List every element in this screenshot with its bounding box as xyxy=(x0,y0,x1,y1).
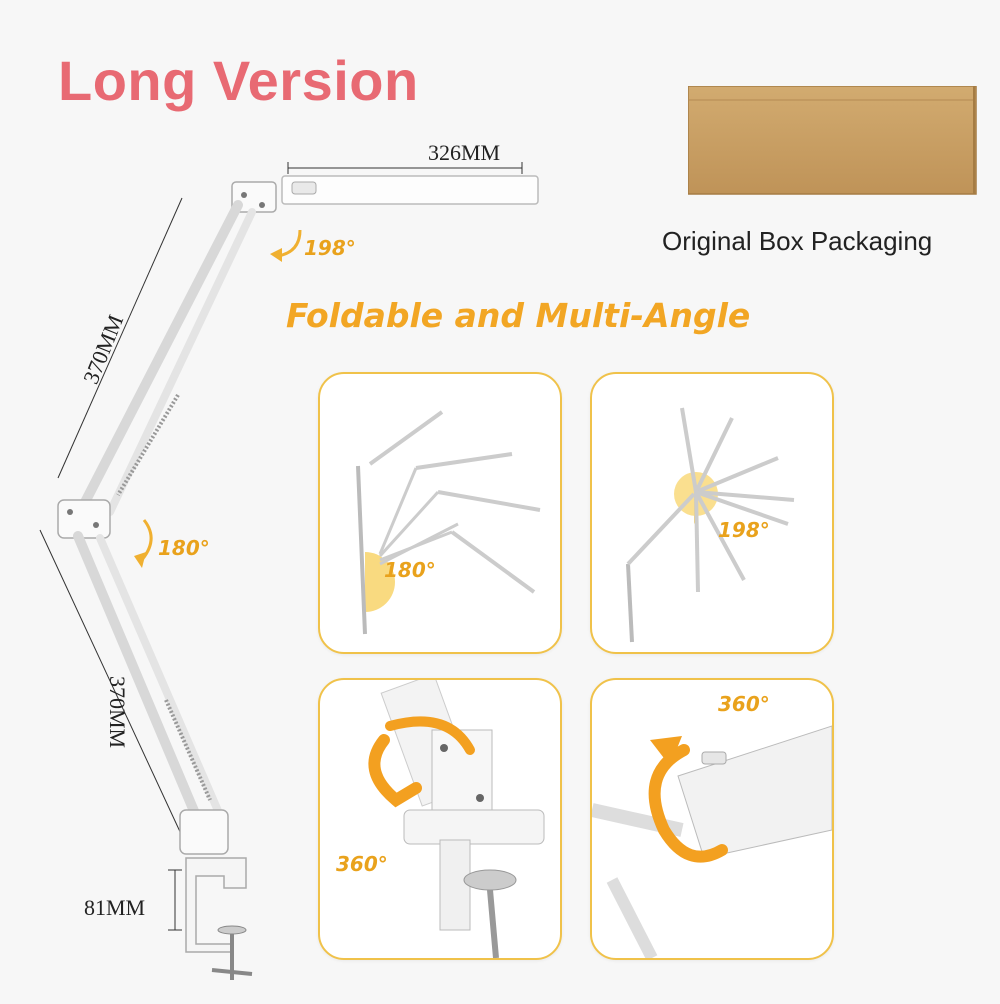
panel-fold-180-angle: 180° xyxy=(384,558,436,582)
lower-arm-length-label: 370MM xyxy=(105,676,130,749)
panel-rotate-head-angle: 360° xyxy=(718,692,770,716)
panel-rotate-head xyxy=(590,678,834,960)
panel-fold-180 xyxy=(318,372,562,654)
panel-rotate-base xyxy=(318,678,562,960)
elbow-joint-angle: 180° xyxy=(158,536,210,560)
panel-rotate-base-angle: 360° xyxy=(336,852,388,876)
packaging-box-image xyxy=(687,85,978,196)
sub-headline: Foldable and Multi-Angle xyxy=(286,296,751,335)
panel-fold-198-angle: 198° xyxy=(718,518,770,542)
head-joint-angle: 198° xyxy=(304,236,356,260)
panel-fold-198 xyxy=(590,372,834,654)
headline: Long Version xyxy=(58,49,419,112)
packaging-caption: Original Box Packaging xyxy=(662,226,933,256)
lamp-illustration xyxy=(39,162,539,980)
head-length-label: 326MM xyxy=(428,140,501,165)
clamp-height-label: 81MM xyxy=(84,895,146,920)
